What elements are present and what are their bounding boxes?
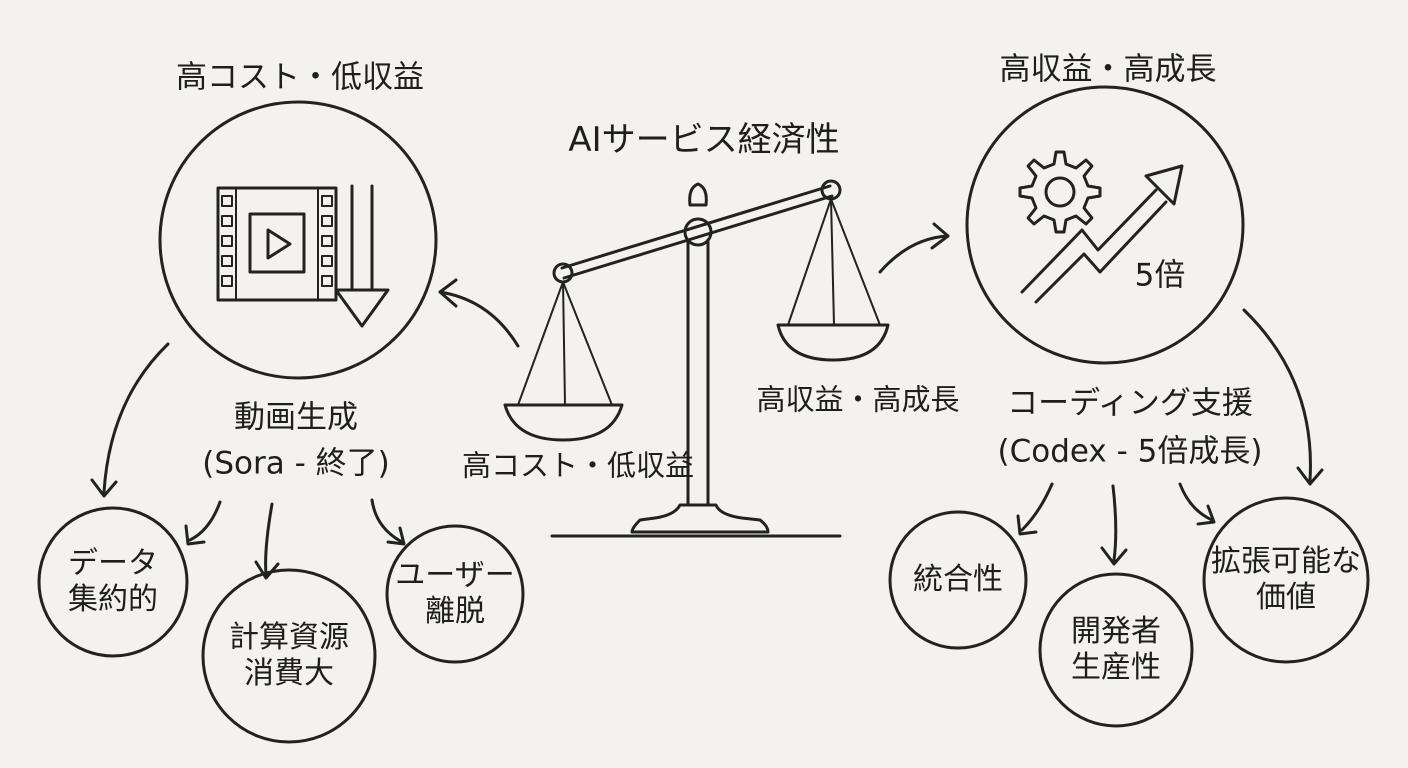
arrow-scale-to-left	[438, 278, 520, 348]
film-strip-down-arrow-icon	[216, 184, 390, 328]
right-topic-sub: (Codex - 5倍成長)	[997, 433, 1263, 470]
left-heading: 高コスト・低収益	[176, 59, 424, 96]
right-circle	[965, 85, 1245, 365]
right-heading: 高収益・高成長	[999, 51, 1217, 88]
arrow-to-compute-node	[254, 502, 280, 580]
gear-growth-arrow-icon	[1018, 150, 1184, 304]
node-integration: 統合性	[913, 562, 1003, 597]
right-pan-label: 高収益・高成長	[756, 382, 960, 417]
left-topic-sub: (Sora - 終了)	[202, 445, 390, 482]
left-topic: 動画生成	[234, 399, 358, 436]
node-data-intensive: データ 集約的	[68, 546, 158, 617]
node-compute-heavy: 計算資源 消費大	[229, 620, 349, 691]
arrow-to-churn-node	[370, 498, 406, 546]
growth-multiplier-label: 5倍	[1134, 257, 1186, 294]
arrow-to-productivity-node	[1100, 484, 1128, 566]
node-scalable-value: 拡張可能な 価値	[1211, 544, 1361, 615]
diagram-title: AIサービス経済性	[568, 120, 840, 160]
arrow-right-circle-down	[1242, 308, 1324, 486]
balance-scale-icon	[503, 179, 890, 538]
arrow-scale-to-right	[878, 222, 950, 274]
left-circle	[158, 100, 438, 380]
arrow-left-circle-down	[90, 342, 170, 498]
node-user-churn: ユーザー 離脱	[395, 558, 515, 629]
node-developer-productivity: 開発者 生産性	[1071, 614, 1161, 685]
left-pan-label: 高コスト・低収益	[461, 448, 695, 483]
arrow-to-scalable-node	[1178, 482, 1216, 526]
right-topic: コーディング支援	[1007, 385, 1253, 422]
arrow-to-data-node	[184, 500, 222, 546]
arrow-to-integration-node	[1016, 482, 1054, 536]
